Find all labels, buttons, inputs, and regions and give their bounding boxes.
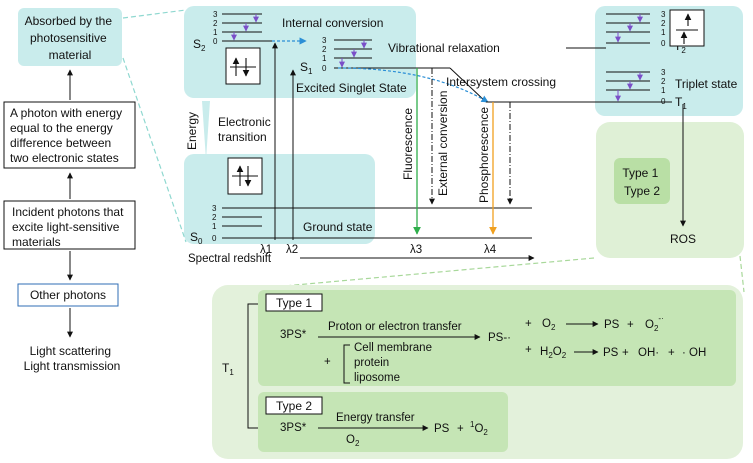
other-photons-box bbox=[17, 283, 119, 307]
ps-radical: PS-· bbox=[488, 332, 511, 344]
type1-tag bbox=[265, 293, 323, 312]
plus-5: + bbox=[668, 347, 675, 359]
guide-mechanism-right bbox=[739, 255, 745, 293]
svg-text:3: 3 bbox=[213, 10, 218, 19]
external-conversion-label: External conversion bbox=[436, 91, 450, 196]
substrates-list: Cell membrane protein liposome bbox=[354, 342, 435, 384]
lambda-4: λ4 bbox=[484, 244, 497, 256]
absorbed-text: Absorbed by the photosensitive material bbox=[25, 14, 116, 62]
vibrational-relaxation-label: Vibrational relaxation bbox=[388, 41, 500, 55]
fluorescence-label: Fluorescence bbox=[401, 108, 415, 180]
svg-text:1: 1 bbox=[661, 86, 666, 95]
svg-text:3: 3 bbox=[212, 204, 217, 213]
incident-text: Incident photons that excite light-sensi… bbox=[12, 205, 127, 249]
lambda-1: λ1 bbox=[260, 244, 272, 256]
energy-wedge bbox=[202, 101, 210, 160]
type2-label: Type 2 bbox=[276, 399, 312, 413]
hydroxyl-radical-1: OH· bbox=[638, 347, 659, 359]
proton-transfer-label: Proton or electron transfer bbox=[328, 321, 462, 333]
intersystem-crossing-arrow bbox=[337, 67, 489, 103]
superoxide: O2-· bbox=[645, 314, 664, 333]
type2-tag bbox=[265, 396, 323, 415]
type1-label: Type 1 bbox=[276, 296, 312, 310]
type2-ps-star: 3PS* bbox=[280, 422, 307, 434]
triplet-state-label: Triplet state bbox=[675, 77, 738, 91]
svg-text:2: 2 bbox=[213, 19, 218, 28]
energy-transfer-label: Energy transfer bbox=[336, 412, 415, 424]
o2-reactant: O2 bbox=[542, 318, 556, 332]
svg-text:0: 0 bbox=[212, 234, 217, 243]
svg-text:1: 1 bbox=[213, 28, 218, 37]
absorbed-box bbox=[18, 8, 122, 66]
ps-product-2: PS bbox=[603, 347, 619, 359]
plus-2: + bbox=[627, 319, 634, 331]
s2-levels: 3 2 1 0 bbox=[213, 10, 272, 46]
spectral-redshift-label: Spectral redshift bbox=[188, 253, 272, 265]
ps-product-3: PS bbox=[434, 423, 450, 435]
internal-conversion-label: Internal conversion bbox=[282, 16, 383, 30]
s0-label: S0 bbox=[190, 230, 203, 246]
svg-text:3: 3 bbox=[661, 68, 666, 77]
svg-text:2: 2 bbox=[212, 213, 217, 222]
s2-label: S2 bbox=[193, 37, 206, 53]
svg-text:1: 1 bbox=[212, 222, 217, 231]
t1-label: T1 bbox=[675, 95, 687, 111]
guide-absorbed-bottom bbox=[122, 57, 187, 243]
plus-6: + bbox=[457, 423, 464, 435]
guide-absorbed-top bbox=[122, 9, 187, 19]
type-summary-box bbox=[614, 158, 670, 204]
s2-electron-box bbox=[225, 47, 261, 85]
svg-text:3: 3 bbox=[661, 10, 666, 19]
t1-levels: 3 2 1 0 bbox=[486, 68, 672, 106]
energy-label: Energy bbox=[185, 112, 199, 150]
hydroxyl-radical-2: · OH bbox=[682, 347, 706, 359]
svg-text:1: 1 bbox=[661, 28, 666, 37]
svg-text:2: 2 bbox=[661, 77, 666, 86]
intersystem-crossing-label: Intersystem crossing bbox=[446, 75, 556, 89]
plus-substrate: + bbox=[324, 356, 331, 368]
incident-box bbox=[3, 200, 136, 250]
svg-text:3: 3 bbox=[322, 36, 327, 45]
svg-text:0: 0 bbox=[322, 64, 327, 73]
svg-text:1: 1 bbox=[322, 54, 327, 63]
scattering-text: Light scattering Light transmission bbox=[24, 344, 121, 373]
s1-levels: 3 2 1 0 bbox=[322, 36, 372, 73]
svg-text:0: 0 bbox=[661, 97, 666, 106]
t2-levels: 3 2 1 0 bbox=[606, 10, 666, 48]
t2-electron-box bbox=[669, 9, 705, 47]
svg-text:2: 2 bbox=[661, 19, 666, 28]
ps-product-1: PS bbox=[604, 319, 620, 331]
mechanism-bracket bbox=[247, 303, 258, 429]
isc-path bbox=[449, 67, 487, 103]
s0-levels: 3 2 1 0 bbox=[212, 204, 532, 243]
ground-state-label: Ground state bbox=[303, 220, 373, 234]
photon-energy-box bbox=[3, 101, 136, 169]
type1-panel bbox=[258, 290, 736, 386]
left-flow: Absorbed by the photosensitive material … bbox=[3, 8, 136, 373]
guide-mechanism-left bbox=[239, 257, 595, 291]
singlet-oxygen: 1O2 bbox=[470, 420, 488, 437]
ros-label: ROS bbox=[670, 232, 696, 246]
svg-text:0: 0 bbox=[661, 39, 666, 48]
lambda-3: λ3 bbox=[410, 244, 422, 256]
type1-ps-star: 3PS* bbox=[280, 329, 307, 341]
svg-text:2: 2 bbox=[322, 45, 327, 54]
plus-4: + bbox=[622, 347, 629, 359]
lambda-2: λ2 bbox=[286, 244, 298, 256]
plus-3: + bbox=[525, 344, 532, 356]
type-summary-text: Type 1 Type 2 bbox=[622, 166, 661, 198]
electronic-transition-label: Electronic transition bbox=[218, 115, 274, 144]
photon-energy-text: A photon with energy equal to the energy… bbox=[10, 106, 125, 165]
mechanism-t1-label: T1 bbox=[222, 361, 234, 377]
phosphorescence-label: Phosphorescence bbox=[477, 107, 491, 203]
other-photons-text: Other photons bbox=[30, 288, 106, 302]
excited-singlet-label: Excited Singlet State bbox=[296, 81, 407, 95]
plus-1: + bbox=[525, 318, 532, 330]
type2-o2: O2 bbox=[346, 434, 360, 448]
svg-text:0: 0 bbox=[213, 37, 218, 46]
substrate-bracket bbox=[343, 344, 350, 384]
s1-label: S1 bbox=[300, 60, 313, 76]
h2o2: H2O2 bbox=[540, 346, 567, 360]
